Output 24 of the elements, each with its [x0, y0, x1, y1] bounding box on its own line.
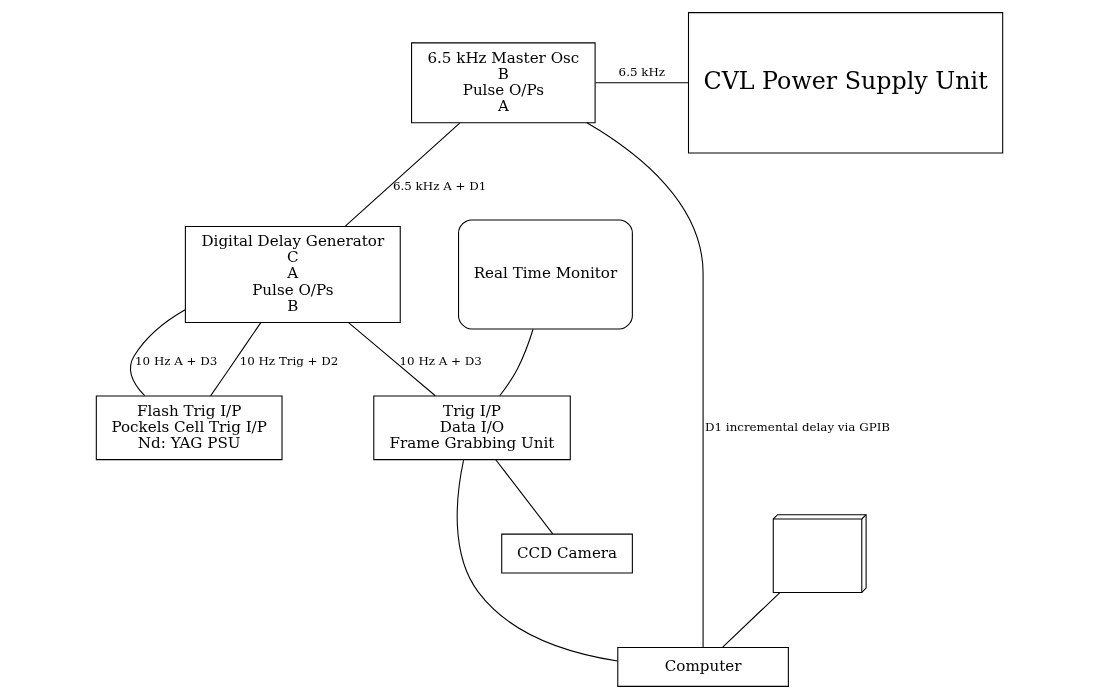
node-box: CCD Camera	[500, 533, 633, 574]
node-box: Real Time Monitor	[457, 219, 633, 330]
node-box: 6.5 kHz Master Osc B Pulse O/Ps A	[410, 42, 596, 124]
connector	[594, 82, 689, 84]
node-box: Trig I/P Data I/O Frame Grabbing Unit	[372, 395, 571, 461]
node-box: Flash Trig I/P Pockels Cell Trig I/P Nd: YAG PSU	[95, 395, 283, 461]
edge-label: 10 Hz A + D3	[134, 354, 217, 369]
connector	[456, 459, 618, 662]
node-box: Digital Delay Generator C A Pulse O/Ps B	[184, 225, 401, 324]
edge-label: 6.5 kHz	[618, 65, 665, 80]
edge-label: 6.5 kHz A + D1	[392, 178, 486, 193]
connector	[129, 309, 186, 397]
connector	[585, 122, 704, 648]
connector	[347, 322, 436, 397]
node-box: CVL Power Supply Unit	[687, 12, 1003, 154]
node-box: Computer	[616, 646, 789, 687]
edge-label: 10 Hz A + D3	[399, 354, 482, 369]
connector	[209, 322, 261, 397]
connector	[494, 459, 553, 535]
connector	[721, 592, 780, 648]
connector	[498, 328, 534, 397]
edge-label: 10 Hz Trig + D2	[239, 354, 338, 369]
connector	[344, 122, 460, 227]
edge-label: D1 incremental delay via GPIB	[704, 419, 890, 434]
